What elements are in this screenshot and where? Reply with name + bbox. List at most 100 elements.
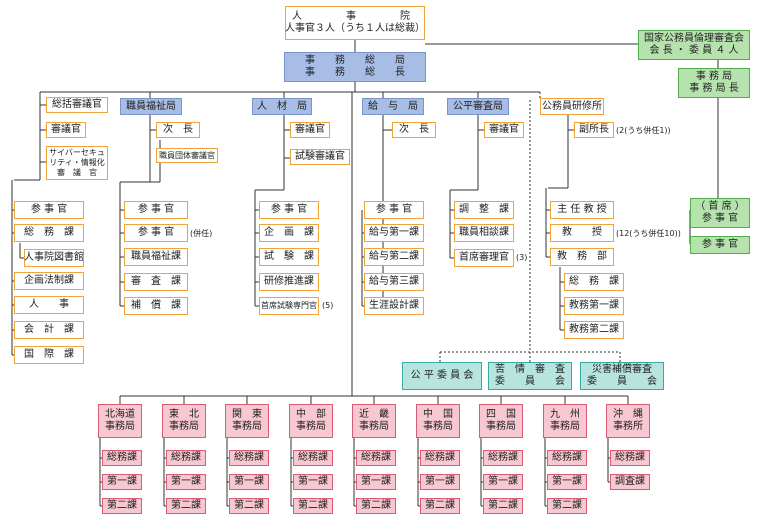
welfare-counsellor: 参 事 官 <box>124 201 188 219</box>
jinjiin-commissioners: 人事官３人（うち１人は総裁） <box>285 23 425 34</box>
coordination-division: 調 整 課 <box>454 201 514 219</box>
councillor: 審議官 <box>46 122 86 138</box>
pay-division-1: 給与第一課 <box>364 224 424 242</box>
ethics-counsellor: 参 事 官 <box>690 236 750 254</box>
professor-note: (12(うち併任10)) <box>616 229 681 238</box>
regional-division: 総務課 <box>102 450 142 466</box>
ethics-board-members: 会 長 ・ 委 員 ４ 人 <box>649 45 739 56</box>
regional-division: 第二課 <box>356 498 396 514</box>
compensation-division: 補 償 課 <box>124 297 188 315</box>
academic-division-2: 教務第二課 <box>564 321 624 339</box>
hr-planning-division: 企 画 課 <box>259 224 319 242</box>
hr-exam-division: 試 験 課 <box>259 248 319 266</box>
regional-office: 中 国事務局 <box>416 404 460 438</box>
fair-review-bureau: 公平審査局 <box>447 98 509 115</box>
cybersecurity-councillor: サイバーセキュ リティ・情報化 審 議 官 <box>46 146 108 180</box>
hr-bureau: 人 材 局 <box>252 98 312 115</box>
staff-union-councillor: 職員団体審議官 <box>156 148 218 163</box>
chief-hearing-officer: 首席審理官 <box>454 249 514 267</box>
regional-office: 北海道事務局 <box>98 404 142 438</box>
regional-office: 東 北事務局 <box>162 404 206 438</box>
regional-division: 第一課 <box>102 474 142 490</box>
regional-office: 関 東事務局 <box>225 404 269 438</box>
regional-division: 第一課 <box>356 474 396 490</box>
ethics-office-box: 事 務 局 事 務 局 長 <box>678 68 750 98</box>
training-promotion-division: 研修推進課 <box>259 273 319 291</box>
pay-division-2: 給与第二課 <box>364 248 424 266</box>
accident-compensation-committee: 災害補償審査 委 員 会 <box>580 362 664 390</box>
regional-office: 九 州事務局 <box>543 404 587 438</box>
secretary-general: 事 務 総 長 <box>305 67 405 78</box>
regional-office: 沖 縄事務所 <box>606 404 650 438</box>
regional-division: 総務課 <box>547 450 587 466</box>
regional-division: 第二課 <box>102 498 142 514</box>
institute-general-affairs: 総 務 課 <box>564 273 624 291</box>
staff-consultation-division: 職員相談課 <box>454 224 514 242</box>
personnel-division: 人 事 <box>14 296 84 314</box>
regional-division: 第二課 <box>547 498 587 514</box>
hr-counsellor: 参 事 官 <box>259 201 319 219</box>
regional-division: 総務課 <box>610 450 650 466</box>
regional-office: 四 国事務局 <box>479 404 523 438</box>
lifetime-planning-division: 生涯設計課 <box>364 297 424 315</box>
regional-division: 第一課 <box>293 474 333 490</box>
nationa-library: 人事院図書館 <box>24 249 84 267</box>
regional-division: 第二課 <box>166 498 206 514</box>
regional-division: 総務課 <box>229 450 269 466</box>
institute-vice-director-note: (2(うち併任1)) <box>616 126 671 135</box>
pay-division-3: 給与第三課 <box>364 273 424 291</box>
ethics-office-title: 事 務 局 <box>695 71 733 82</box>
regional-division: 第二課 <box>483 498 523 514</box>
institute-vice-director: 副所長 <box>574 122 614 138</box>
fairness-committee: 公 平 委 員 会 <box>402 362 482 390</box>
ethics-office-director: 事 務 局 長 <box>689 83 739 94</box>
regional-division: 第二課 <box>420 498 460 514</box>
regional-division: 第一課 <box>483 474 523 490</box>
regional-division: 第一課 <box>166 474 206 490</box>
accounting-division: 会 計 課 <box>14 321 84 339</box>
regional-division: 第一課 <box>420 474 460 490</box>
chief-exam-specialist: 首席試験専門官 <box>259 297 319 315</box>
regional-division: 第二課 <box>229 498 269 514</box>
regional-office: 中 部事務局 <box>289 404 333 438</box>
training-institute: 公務員研修所 <box>540 98 604 115</box>
chief-hearing-officer-note: (3) <box>516 253 528 262</box>
jinjiin-title: 人 事 院 <box>292 11 418 22</box>
general-secretariat-box: 事 務 総 局 事 務 総 長 <box>284 52 426 82</box>
chief-exam-specialist-note: (5) <box>322 301 334 310</box>
director-general-councillor: 総括審議官 <box>46 97 108 113</box>
counsellor-secretariat: 参 事 官 <box>14 201 84 219</box>
welfare-counsellor-2: 参 事 官 <box>124 224 188 242</box>
welfare-counsellor-2-note: (併任) <box>190 229 213 238</box>
hr-councillor: 審議官 <box>290 122 330 138</box>
fair-councillor: 審議官 <box>484 122 524 138</box>
grievance-committee: 苦 情 審 査 委 員 会 <box>488 362 572 390</box>
pay-deputy: 次 長 <box>392 122 436 138</box>
welfare-bureau: 職員福祉局 <box>120 98 182 115</box>
regional-division: 総務課 <box>483 450 523 466</box>
general-affairs-division: 総 務 課 <box>14 224 84 242</box>
professor: 教 授 <box>550 224 614 242</box>
ethics-chief-counsellor: （ 首 席 ） 参 事 官 <box>690 198 750 228</box>
regional-office: 近 畿事務局 <box>352 404 396 438</box>
regional-division: 第一課 <box>229 474 269 490</box>
regional-division: 総務課 <box>420 450 460 466</box>
academic-division-1: 教務第一課 <box>564 297 624 315</box>
chief-professor: 主 任 教 授 <box>550 201 614 219</box>
regional-division: 調査課 <box>610 474 650 490</box>
pay-counsellor: 参 事 官 <box>364 201 424 219</box>
planning-legal-division: 企画法制課 <box>14 272 84 290</box>
pay-bureau: 給 与 局 <box>362 98 424 115</box>
academic-department: 教 務 部 <box>550 248 614 266</box>
ethics-board-title: 国家公務員倫理審査会 <box>644 33 744 44</box>
examination-division: 審 査 課 <box>124 273 188 291</box>
regional-division: 第一課 <box>547 474 587 490</box>
jinjiin-box: 人 事 院 人事官３人（うち１人は総裁） <box>285 6 425 40</box>
general-secretariat-title: 事 務 総 局 <box>305 55 405 66</box>
regional-division: 総務課 <box>166 450 206 466</box>
welfare-deputy: 次 長 <box>156 122 200 138</box>
international-division: 国 際 課 <box>14 346 84 364</box>
staff-welfare-division: 職員福祉課 <box>124 248 188 266</box>
regional-division: 総務課 <box>293 450 333 466</box>
